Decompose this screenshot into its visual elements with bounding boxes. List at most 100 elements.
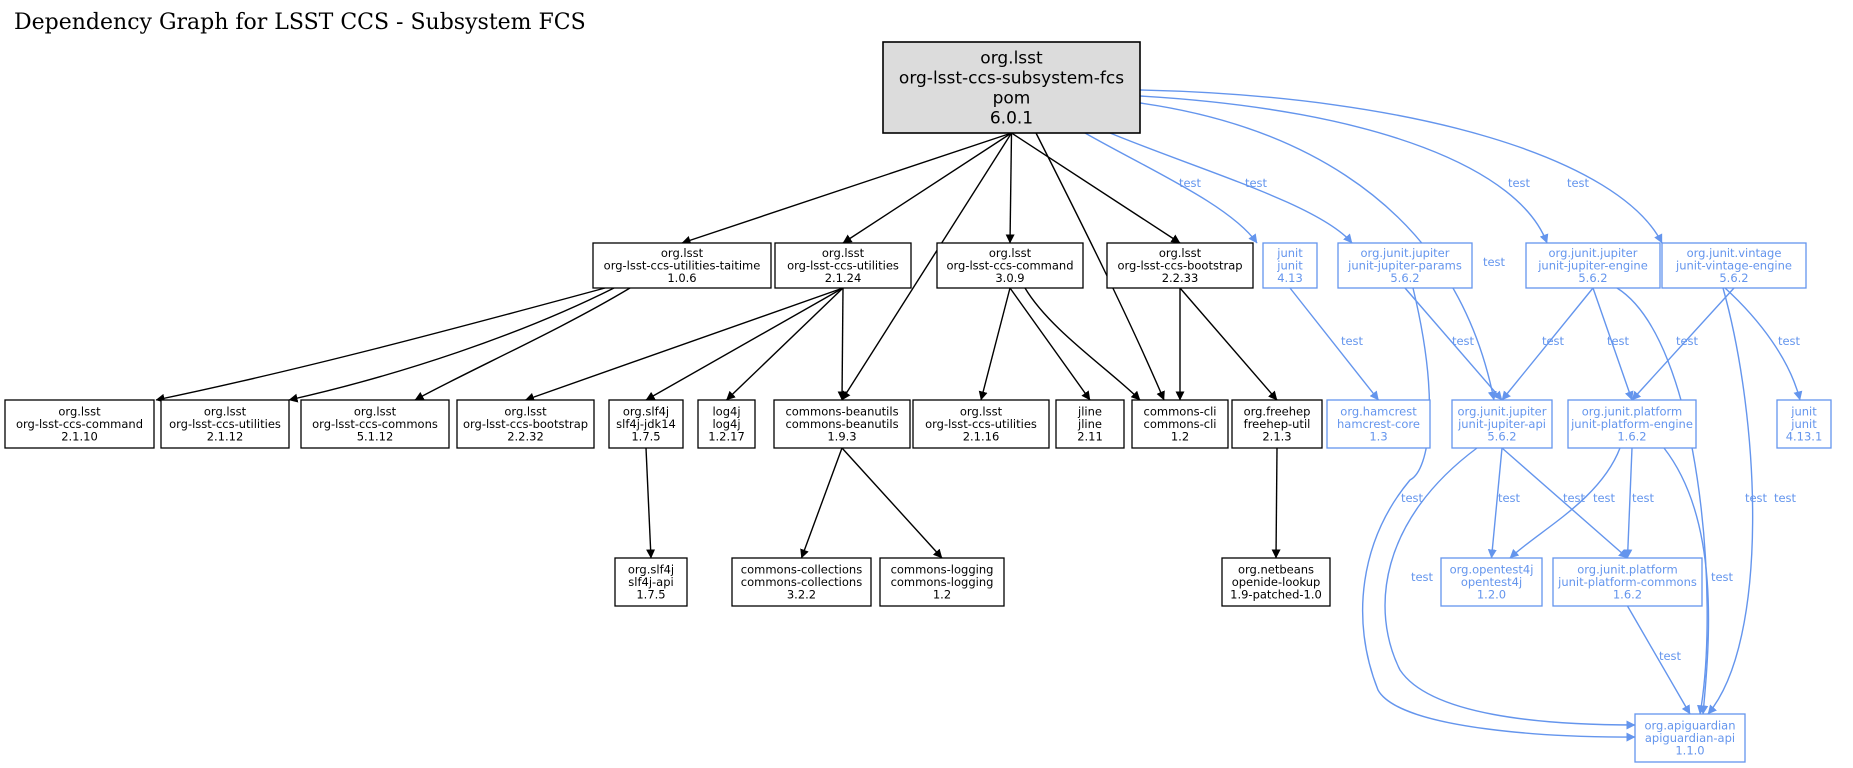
node-label-line: org.freehep [1244,404,1311,418]
edge-freehep-util-to-openide-lookup [1271,447,1281,559]
edge-platform-engine-to-platform-commons [1623,447,1633,559]
edge-label: test [1542,334,1565,348]
node-label-line: org-lsst-ccs-bootstrap [463,417,588,431]
node-label-line: junit [1790,417,1817,431]
node-label-line: 5.6.2 [1390,271,1419,285]
edge-root-to-junit-413 [1084,132,1258,244]
node-root[interactable]: org.lsstorg-lsst-ccs-subsystem-fcspom6.0… [882,41,1141,134]
node-label-line: junit-platform-engine [1570,417,1693,431]
edge-label: test [1411,570,1434,584]
node-box [879,557,1005,607]
node-label-line: commons-collections [741,575,862,589]
edge-label: test [1508,176,1531,190]
edge-label: test [1483,255,1506,269]
node-label-line: 2.1.16 [963,430,1000,444]
edge-utilities-taitime-to-command-2110 [155,287,606,403]
node-label-line: apiguardian-api [1645,731,1735,745]
node-label-line: 2.11 [1077,430,1103,444]
node-label-line: commons-cli [1144,404,1217,418]
node-label-line: org.junit.jupiter [1549,246,1638,260]
node-label-line: junit-vintage-engine [1675,259,1792,273]
node-label-line: 1.2.17 [708,430,745,444]
node-label-line: hamcrest-core [1337,417,1420,431]
edge-jupiter-api-to-opentest4j [1487,447,1503,559]
edge-label: test [1341,334,1364,348]
edge-slf4j-jdk14-to-slf4j-api [645,447,656,559]
node-commons-collections[interactable]: commons-collectionscommons-collections3.… [731,557,872,607]
node-box [1567,399,1697,449]
node-jupiter-engine[interactable]: org.junit.jupiterjunit-jupiter-engine5.6… [1525,242,1661,289]
node-box [882,41,1141,134]
node-label-line: openide-lookup [1232,575,1321,589]
node-label-line: 5.6.2 [1578,271,1607,285]
node-box [614,557,688,607]
node-box [1634,713,1746,763]
node-openide-lookup[interactable]: org.netbeansopenide-lookup1.9-patched-1.… [1221,557,1331,607]
node-jupiter-params[interactable]: org.junit.jupiterjunit-jupiter-params5.6… [1337,242,1473,289]
node-label-line: org-lsst-ccs-utilities [169,417,281,431]
node-label-line: junit-jupiter-api [1457,417,1546,431]
node-label-line: 5.6.2 [1487,430,1516,444]
edge-label: test [1607,334,1630,348]
node-platform-commons[interactable]: org.junit.platformjunit-platform-commons… [1552,557,1703,607]
edge-label: test [1498,491,1521,505]
node-box [592,242,772,289]
node-label-line: org.junit.vintage [1687,246,1782,260]
node-vintage-engine[interactable]: org.junit.vintagejunit-vintage-engine5.6… [1661,242,1807,289]
node-box [1262,242,1318,289]
edge-root-to-vintage-engine [1139,89,1663,244]
edge-jupiter-engine-to-jupiter-api [1501,287,1594,401]
node-label-line: slf4j-jdk14 [616,417,676,431]
edge-junit-413-to-hamcrest [1289,287,1380,401]
edge-command-309-to-commons-cli [1024,287,1141,401]
node-label-line: 2.1.3 [1262,430,1291,444]
edge-root-to-commons-cli [1035,132,1165,401]
edge-label: test [1567,176,1590,190]
node-label-line: org-lsst-ccs-subsystem-fcs [899,69,1124,89]
node-label-line: freehep-util [1244,417,1311,431]
node-box [1055,399,1125,449]
node-utilities-taitime[interactable]: org.lsstorg-lsst-ccs-utilities-taitime1.… [592,242,772,289]
node-label-line: commons-logging [891,575,994,589]
node-label-line: junit [1276,246,1303,260]
node-label-line: org.lsst [58,404,101,418]
node-platform-engine[interactable]: org.junit.platformjunit-platform-engine1… [1567,399,1697,449]
node-label-line: 1.2 [1171,430,1189,444]
node-label-line: 2.1.10 [61,430,98,444]
node-box [456,399,595,449]
node-label-line: 6.0.1 [990,109,1033,129]
node-label-line: commons-beanutils [785,404,898,418]
node-box [1525,242,1661,289]
node-box [1337,242,1473,289]
node-label-line: 1.2 [933,588,951,602]
edge-platform-engine-to-apiguardian [1663,447,1710,715]
node-label-line: 5.6.2 [1719,271,1748,285]
node-label-line: jline [1077,417,1102,431]
node-label-line: org.lsst [354,404,397,418]
node-box [697,399,756,449]
node-label-line: slf4j-api [628,575,673,589]
